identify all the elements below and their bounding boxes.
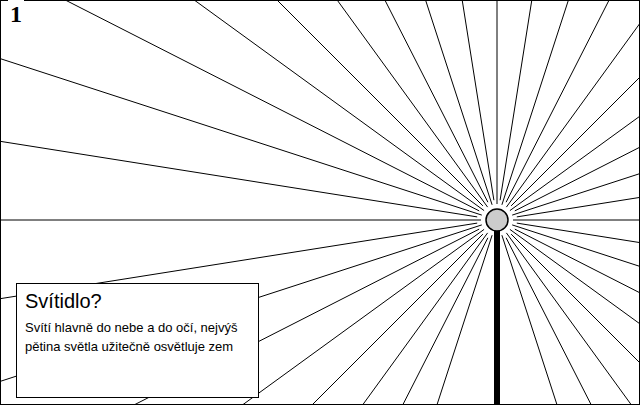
light-ray [513, 220, 640, 221]
light-ray [0, 234, 483, 405]
light-ray [517, 223, 640, 361]
light-ray [0, 233, 488, 405]
figure-number: 1 [8, 0, 24, 28]
light-ray [506, 0, 640, 202]
light-ray [502, 0, 640, 205]
light-ray [0, 229, 484, 405]
light-ray [511, 0, 640, 206]
light-ray [510, 229, 640, 405]
light-ray [517, 79, 640, 217]
light-ray [512, 0, 640, 215]
lamp-bulb [486, 209, 508, 231]
box-text: Svítí hlavně do nebe a do očí, nejvýš pě… [25, 318, 250, 356]
light-ray [511, 234, 640, 405]
light-ray [506, 238, 640, 405]
light-ray [510, 0, 640, 211]
light-ray [219, 0, 492, 205]
light-ray [0, 79, 477, 217]
light-ray [0, 0, 479, 211]
light-ray [356, 0, 494, 200]
light-ray [0, 0, 483, 206]
light-ray [0, 220, 481, 221]
light-ray [0, 229, 479, 405]
light-ray [88, 0, 488, 202]
light-ray [502, 235, 640, 405]
light-ray [512, 225, 640, 405]
light-ray [0, 225, 482, 405]
lamp-pole [494, 228, 500, 405]
caption-box: Svítidlo? Svítí hlavně do nebe a do očí, … [16, 283, 259, 398]
light-ray [506, 233, 640, 405]
box-heading: Svítidlo? [25, 288, 250, 314]
light-ray [497, 0, 498, 204]
light-ray [219, 235, 492, 405]
light-ray [0, 0, 484, 211]
light-ray [506, 0, 640, 207]
light-ray [0, 0, 488, 207]
light-ray [0, 0, 482, 215]
